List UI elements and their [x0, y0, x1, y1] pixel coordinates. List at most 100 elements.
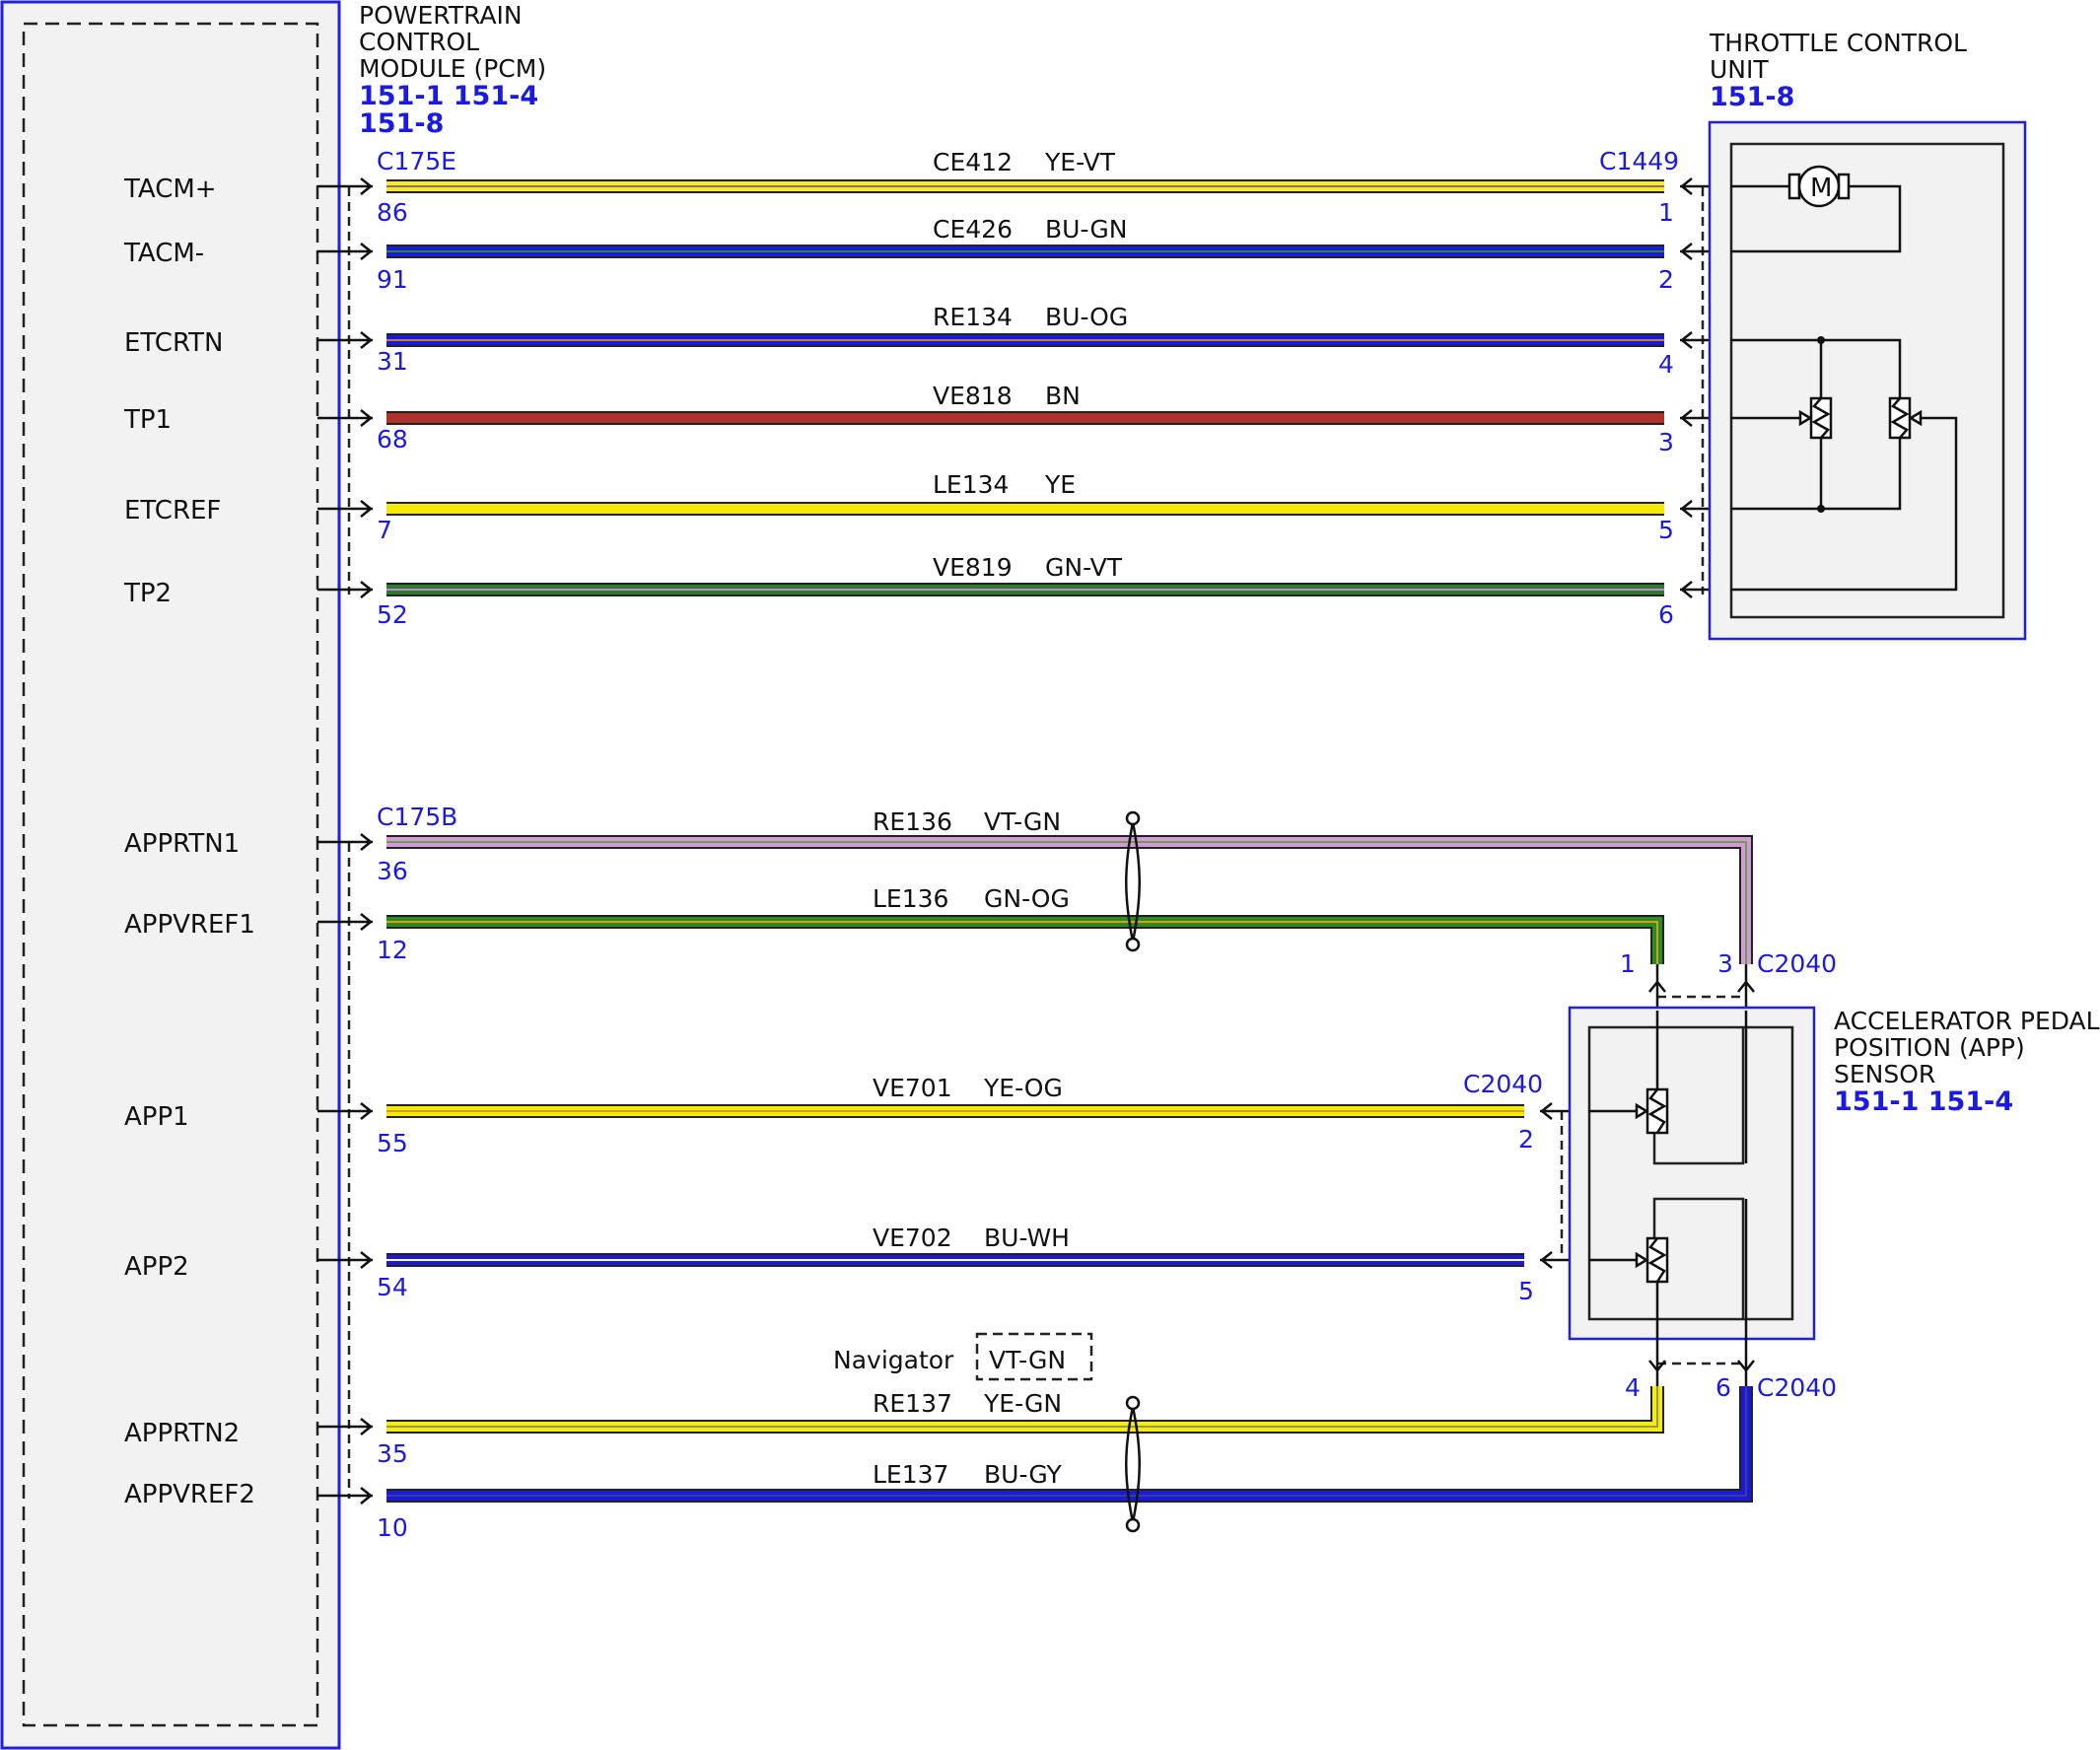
wire-re134[interactable] — [386, 333, 1664, 347]
throttle-control-unit — [1708, 120, 2027, 641]
motor-label: M — [1810, 174, 1832, 203]
junction-dot — [1817, 336, 1825, 344]
wire-ce426[interactable] — [386, 245, 1664, 258]
color-label: BU-WH — [984, 1224, 1070, 1252]
throttle-name-line-2: UNIT — [1710, 55, 1769, 84]
twisted-pair-symbol — [1125, 810, 1141, 952]
pcm-ref-line-1[interactable]: 151-1 151-4 — [359, 81, 538, 111]
wire-re136[interactable] — [386, 835, 1753, 964]
pcm-pin-number: 12 — [377, 936, 408, 964]
pcm-pin-stubs — [317, 177, 374, 1505]
connector-c2040: C2040 — [1757, 949, 1837, 978]
pcm-name-line-1: POWERTRAIN — [359, 1, 523, 30]
wire-ve819[interactable] — [386, 583, 1664, 596]
option-color: VT-GN — [989, 1346, 1066, 1374]
app-pin-number: 2 — [1518, 1125, 1534, 1154]
signal-label: TP1 — [123, 405, 172, 435]
pcm-pin-number: 31 — [377, 347, 408, 376]
pcm-pin-number: 10 — [377, 1513, 408, 1542]
throttle-pin-number: 2 — [1658, 265, 1674, 294]
app-pin-number: 6 — [1715, 1373, 1731, 1402]
circuit-label: VE701 — [873, 1074, 952, 1102]
pcm-pin-number: 68 — [377, 425, 408, 454]
signal-label: APPVREF2 — [124, 1480, 255, 1509]
connector-c1449: C1449 — [1599, 147, 1679, 175]
pcm-module — [0, 0, 341, 1750]
wire-re137[interactable] — [386, 1386, 1664, 1434]
color-label: VT-GN — [984, 807, 1061, 836]
throttle-pin-number: 1 — [1658, 198, 1674, 227]
color-label: YE-VT — [1044, 148, 1116, 176]
option-label: Navigator — [833, 1346, 954, 1374]
circuit-label: VE702 — [873, 1224, 952, 1252]
app-name-line-3: SENSOR — [1834, 1060, 1935, 1088]
pcm-pin-number: 52 — [377, 600, 408, 629]
signal-label: APPRTN1 — [124, 829, 240, 859]
throttle-position-sensor-2 — [1888, 396, 1923, 440]
circuit-label: CE412 — [933, 148, 1013, 176]
pcm-pin-number: 55 — [377, 1129, 408, 1157]
connector-c175b: C175B — [377, 803, 457, 831]
app-ref[interactable]: 151-1 151-4 — [1834, 1086, 2013, 1117]
pcm-pin-number: 35 — [377, 1439, 408, 1468]
signal-label: TACM- — [123, 239, 204, 268]
color-label: BN — [1045, 382, 1081, 410]
signal-label: APP2 — [124, 1252, 189, 1282]
throttle-pin-number: 3 — [1658, 428, 1674, 456]
throttle-internal-wiring — [1730, 184, 1958, 592]
wire-ve702[interactable] — [386, 1253, 1524, 1267]
pcm-name-line-2: CONTROL — [359, 28, 479, 56]
app-sensor-module — [1568, 1006, 1816, 1341]
app-pin-number: 3 — [1717, 949, 1733, 978]
color-label: YE — [1044, 470, 1076, 499]
pcm-pin-number: 54 — [377, 1273, 408, 1301]
color-label: GN-OG — [984, 884, 1070, 913]
app-pin-number: 4 — [1625, 1373, 1641, 1402]
circuit-label: LE136 — [873, 884, 948, 913]
color-label: YE-GN — [983, 1389, 1062, 1418]
circuit-label: VE818 — [933, 382, 1013, 410]
pcm-pin-number: 7 — [377, 516, 392, 544]
wire-le136[interactable] — [386, 915, 1664, 964]
wire-ce412[interactable] — [386, 179, 1664, 193]
circuit-label: VE819 — [933, 553, 1013, 582]
connector-c2040: C2040 — [1757, 1373, 1837, 1402]
circuit-label: CE426 — [933, 215, 1013, 244]
wire-ve818[interactable] — [386, 411, 1664, 425]
wire-le134[interactable] — [386, 502, 1664, 516]
connector-c2040: C2040 — [1463, 1070, 1543, 1098]
wire-le137[interactable] — [386, 1386, 1753, 1503]
color-label: YE-OG — [983, 1074, 1063, 1102]
app-pin-number: 5 — [1518, 1277, 1534, 1305]
pcm-ref-line-2[interactable]: 151-8 — [359, 108, 444, 139]
circuit-label: LE134 — [933, 470, 1009, 499]
pcm-pin-number: 36 — [377, 857, 408, 885]
throttle-name-line-1: THROTTLE CONTROL — [1709, 29, 1967, 57]
signal-label: APP1 — [124, 1102, 189, 1132]
throttle-ref[interactable]: 151-8 — [1710, 82, 1794, 112]
signal-label: APPRTN2 — [124, 1419, 240, 1448]
color-label: BU-OG — [1045, 303, 1128, 331]
option-box — [975, 1332, 1093, 1381]
app-position-sensor-1 — [1635, 1087, 1669, 1135]
connector-c175e: C175E — [377, 147, 456, 175]
signal-label: TACM+ — [123, 175, 217, 204]
connector-c2040-outline — [1560, 995, 1746, 1365]
signal-label: APPVREF1 — [124, 910, 255, 940]
twisted-pair-symbol — [1125, 1395, 1141, 1533]
circuit-label: RE136 — [873, 807, 952, 836]
throttle-pin-number: 6 — [1658, 600, 1674, 629]
wire-ve701[interactable] — [386, 1104, 1524, 1118]
throttle-position-sensor-1 — [1798, 396, 1833, 440]
circuit-label: RE134 — [933, 303, 1013, 331]
motor-symbol — [1787, 165, 1851, 208]
circuit-label: RE137 — [873, 1389, 952, 1418]
pcm-name-line-3: MODULE (PCM) — [359, 54, 546, 83]
circuit-label: LE137 — [873, 1460, 948, 1489]
pcm-pin-number: 86 — [377, 198, 408, 227]
app-pin-number: 1 — [1620, 949, 1636, 978]
signal-label: ETCRTN — [124, 328, 223, 358]
app-internal-wiring — [1589, 1011, 1748, 1341]
signal-label: ETCREF — [124, 496, 221, 525]
